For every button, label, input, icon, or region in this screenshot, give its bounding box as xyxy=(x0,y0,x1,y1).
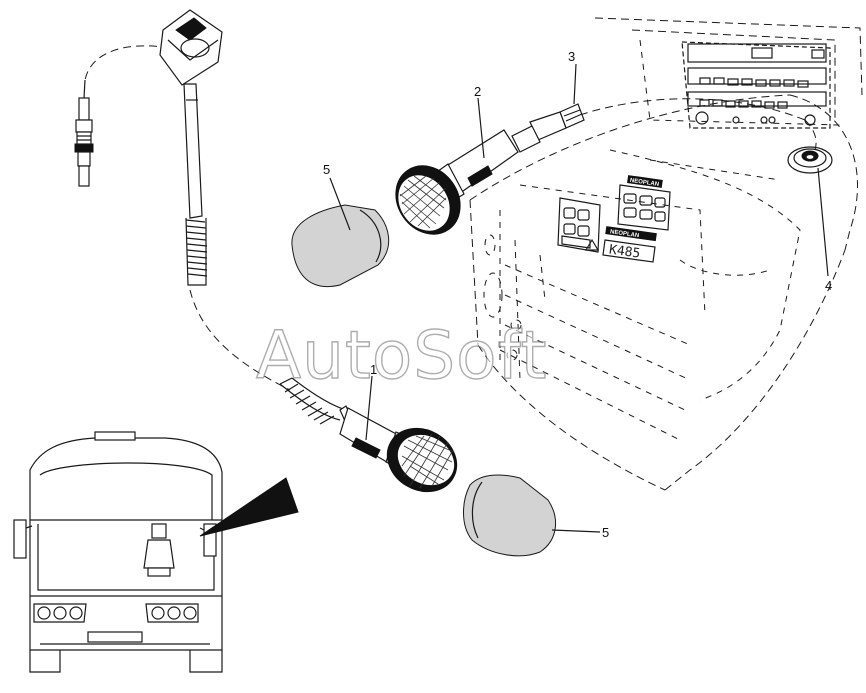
control-panel: NEOPLAN NEOPLAN K485 xyxy=(557,175,671,263)
bus-headlights xyxy=(33,603,199,623)
bus-driver-seat xyxy=(143,523,175,577)
panel-brand-label: NEOPLAN xyxy=(629,178,659,188)
callout-3: 3 xyxy=(568,49,575,64)
callout-1: 1 xyxy=(370,362,377,377)
callout-2: 2 xyxy=(474,84,481,99)
leader-1 xyxy=(365,375,373,441)
windscreen-5-top xyxy=(291,204,390,287)
leader-lines xyxy=(329,63,829,533)
cable-paths xyxy=(84,45,817,391)
windscreen-5-bottom xyxy=(463,474,557,557)
grille-mesh-2 xyxy=(399,175,447,229)
grille-mesh-1 xyxy=(401,433,455,489)
microphone-1-spring xyxy=(279,377,347,425)
cable-plug xyxy=(74,79,94,187)
callout-5-top: 5 xyxy=(323,162,330,177)
leader-3 xyxy=(573,63,577,105)
panel-buttons-left xyxy=(563,207,590,237)
microphone-2 xyxy=(395,103,585,235)
radio-unit xyxy=(681,41,831,129)
watermark: AutoSoft xyxy=(256,317,547,394)
bus-location-pointer xyxy=(199,477,299,537)
callouts: 1 2 3 4 5 5 xyxy=(323,49,832,540)
gooseneck-spring xyxy=(185,217,208,286)
radio-buttons-row-1 xyxy=(699,77,809,88)
microphone-1 xyxy=(279,377,458,493)
microphone-2-connector xyxy=(511,103,585,153)
panel-display-text: K485 xyxy=(608,242,641,261)
dashboard-outline xyxy=(469,17,863,491)
gooseneck-holder xyxy=(159,9,223,286)
leader-2 xyxy=(477,97,485,159)
callout-4: 4 xyxy=(825,278,832,293)
panel-brand-label-2: NEOPLAN xyxy=(610,229,640,239)
leader-5-top xyxy=(329,177,351,231)
microphone-socket xyxy=(787,146,833,174)
leader-4 xyxy=(817,167,829,277)
callout-5-bottom: 5 xyxy=(602,525,609,540)
leader-5-bottom xyxy=(551,529,601,533)
radio-buttons-row-2 xyxy=(699,99,788,109)
bus-front-view xyxy=(13,431,299,673)
panel-buttons-right xyxy=(623,193,666,222)
